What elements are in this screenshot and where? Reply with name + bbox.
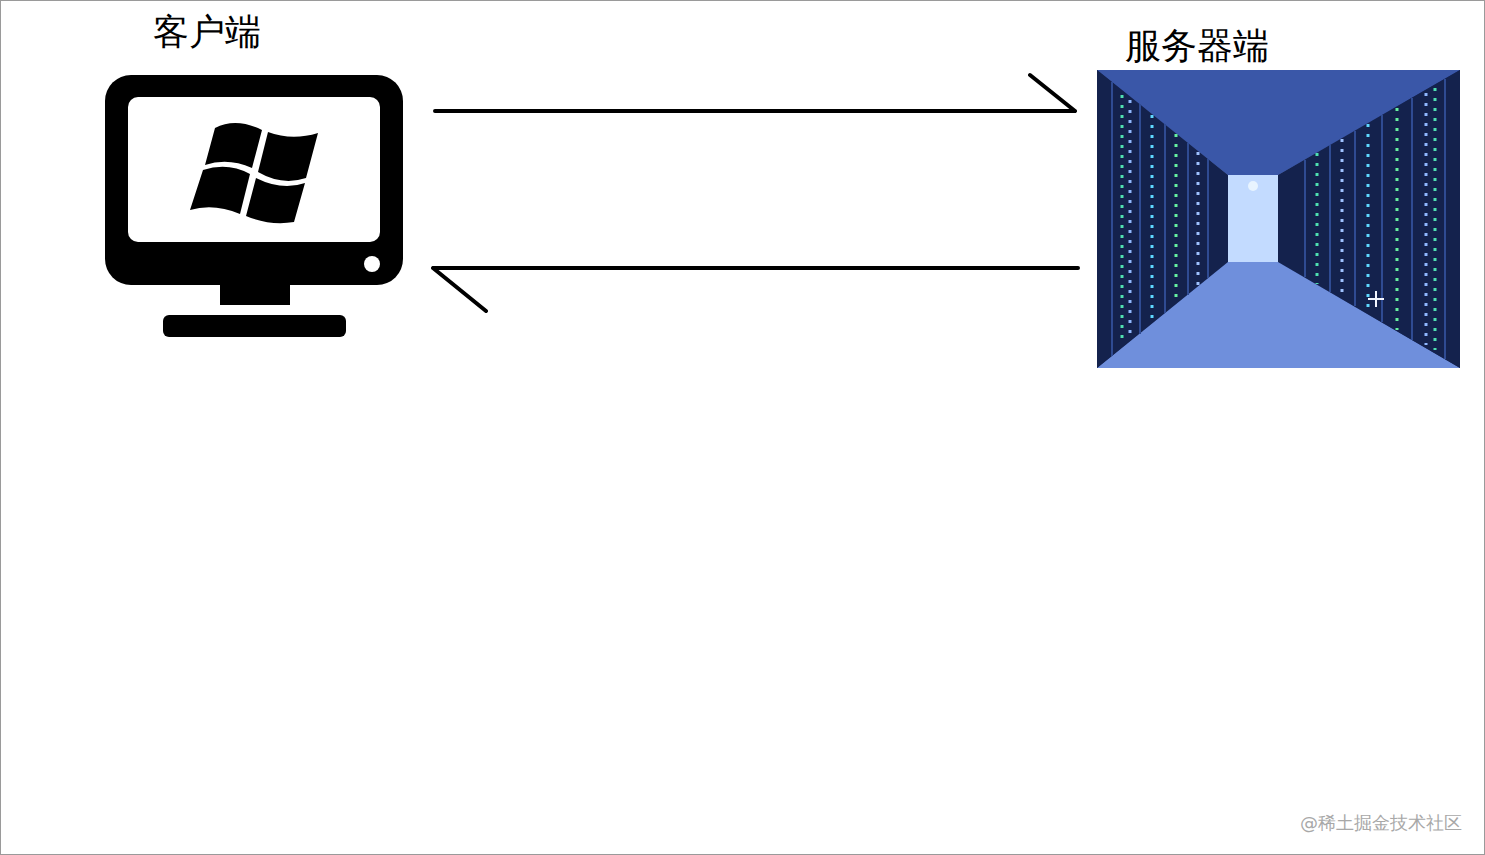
- node-title: 客户端: [153, 12, 261, 52]
- node-title: 服务器端: [1125, 26, 1269, 66]
- arrow-connector: [433, 268, 1078, 311]
- endpoint-node: 客户端: [105, 10, 405, 340]
- arrow-connector: [435, 75, 1075, 111]
- watermark: @稀土掘金技术社区: [1300, 811, 1462, 835]
- endpoint-node: 服务器端: [1097, 24, 1460, 368]
